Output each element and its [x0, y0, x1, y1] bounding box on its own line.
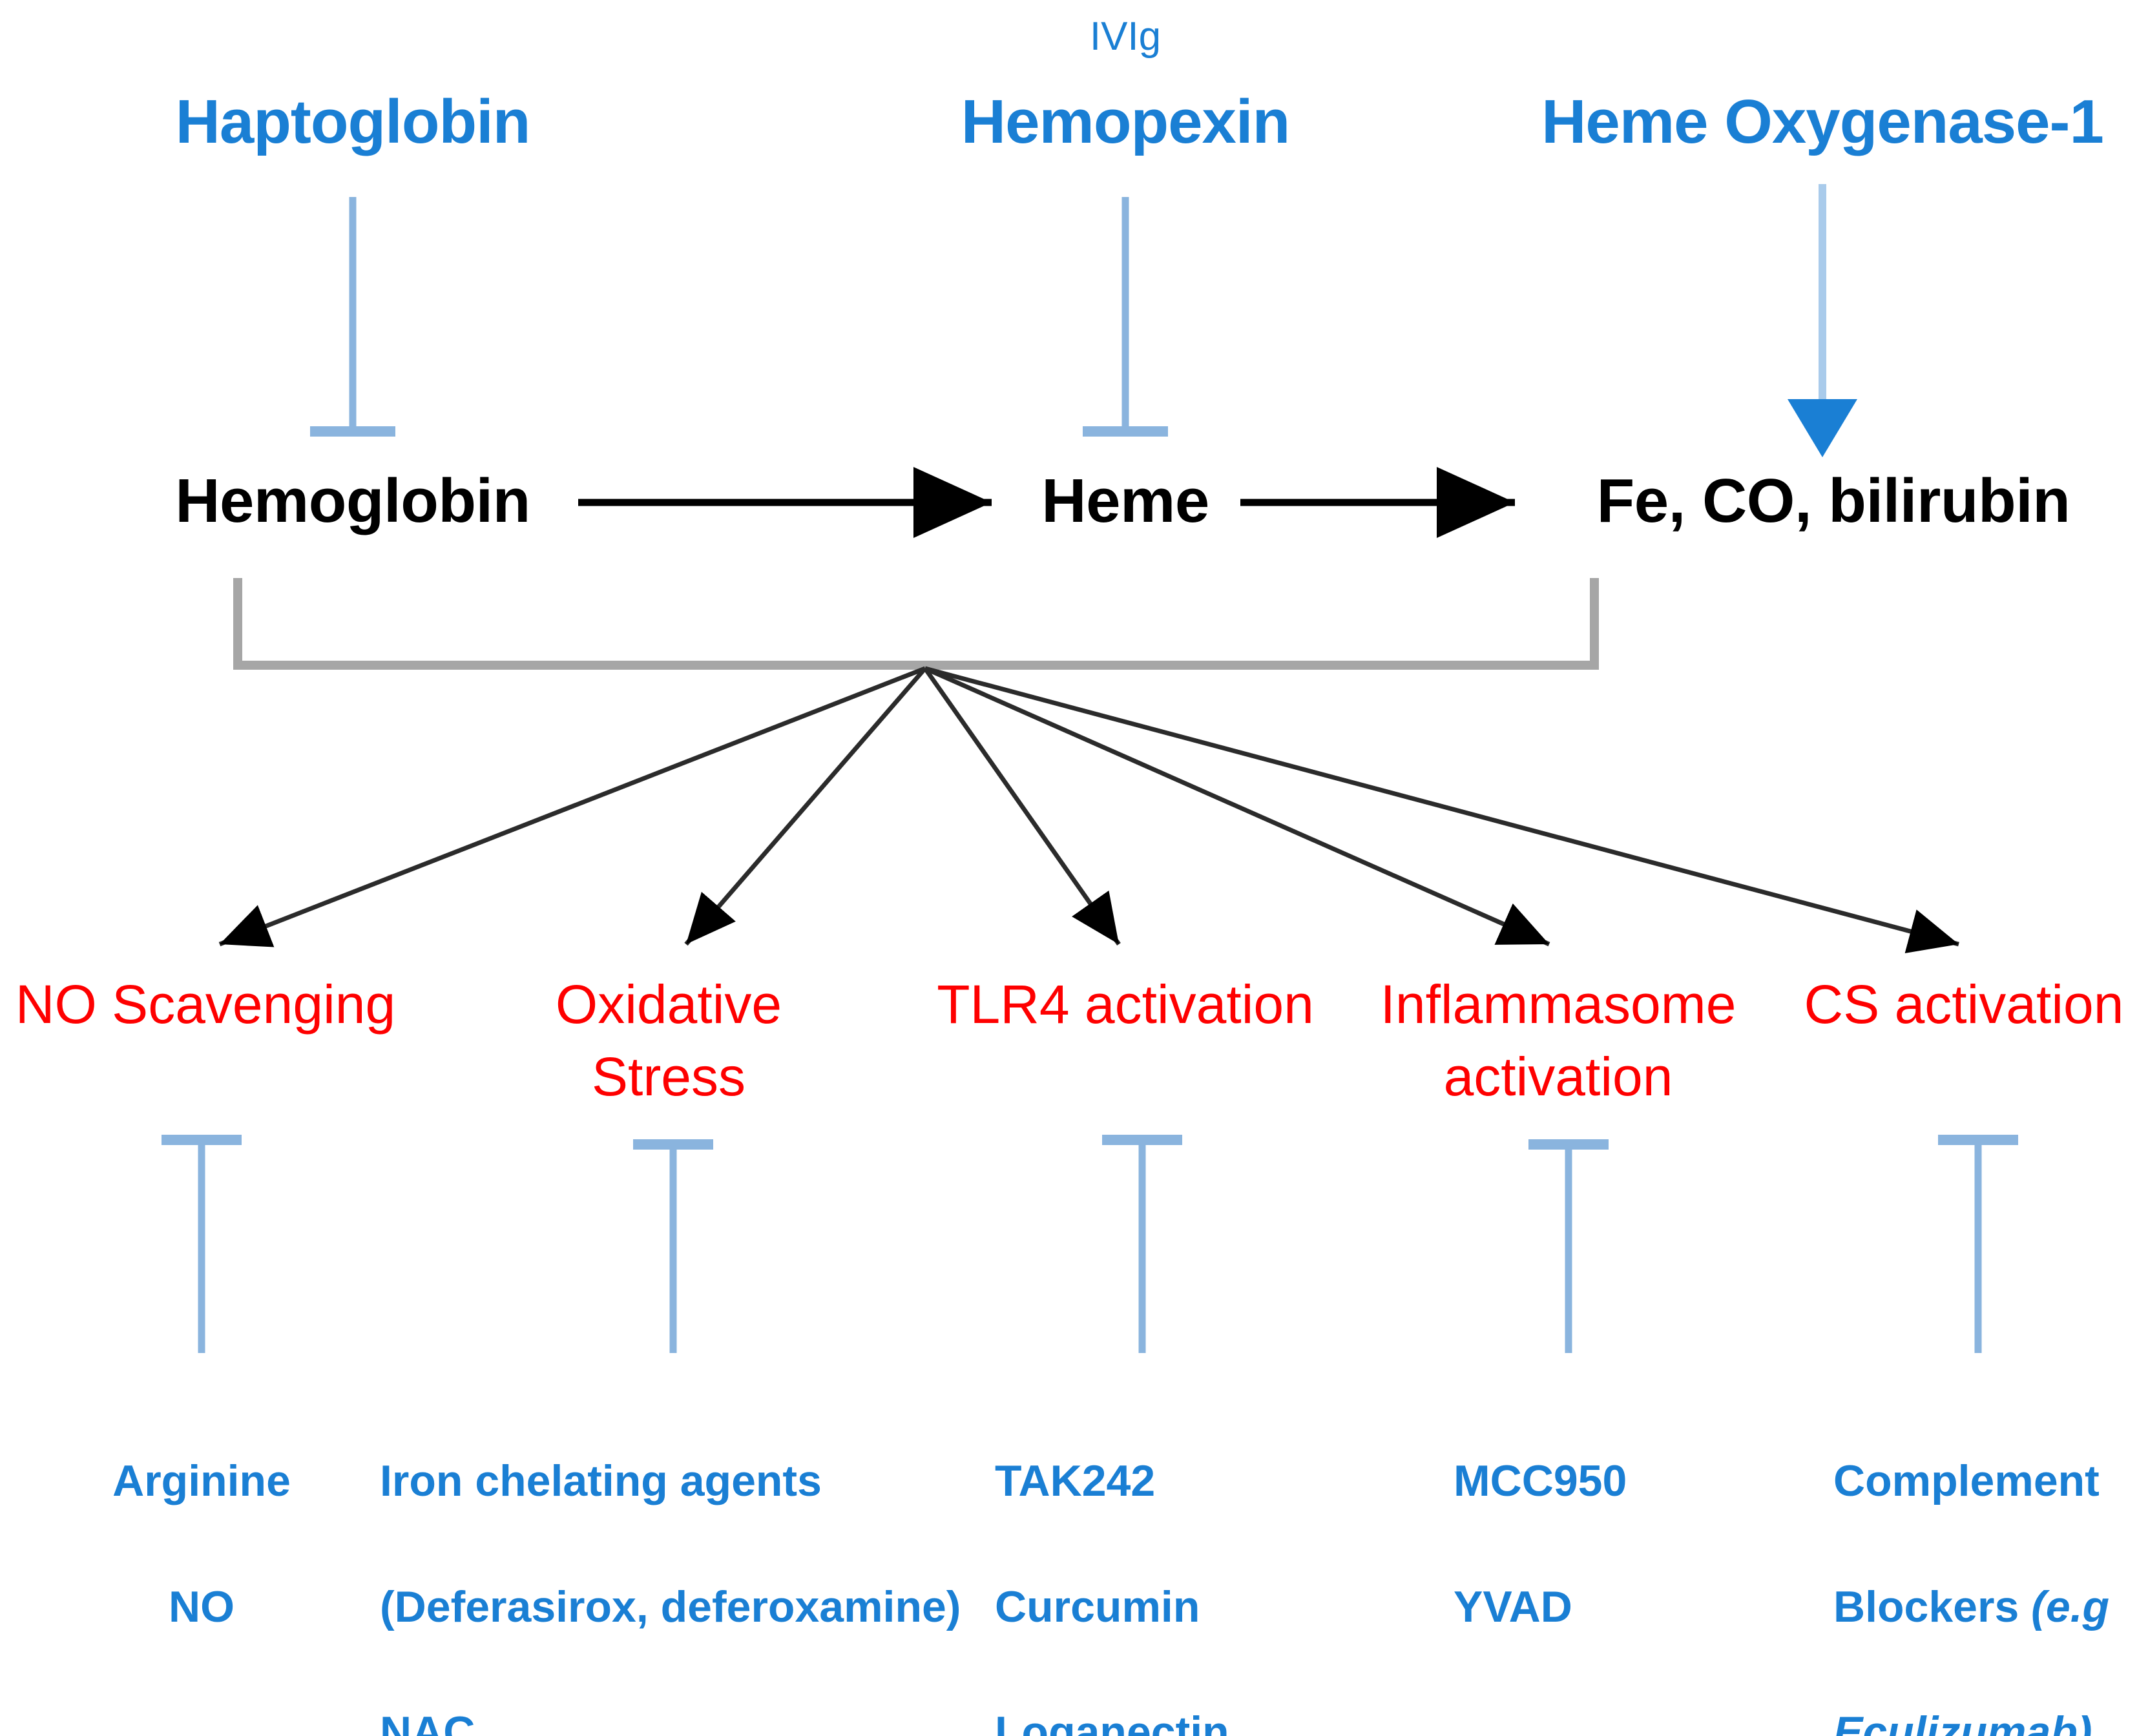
node-hemopexin[interactable]: Hemopexin	[961, 87, 1290, 156]
drug-item: TAK242	[995, 1456, 1156, 1506]
effect-line: Stress	[591, 1046, 746, 1107]
connector-drugs-inhibit-no-scavenging	[162, 1135, 242, 1353]
effect-line: NO Scavenging	[15, 974, 396, 1035]
drug-item: Arginine	[112, 1456, 291, 1506]
effect-line: Inflammasome	[1380, 974, 1736, 1035]
connector-hemopexin-inhibits-heme	[1083, 197, 1168, 437]
drug-list-tlr4[interactable]: TAK242 Curcumin Loganectin CD14 inhibito…	[995, 1387, 1320, 1736]
effect-line: Oxidative	[555, 974, 782, 1035]
node-heme[interactable]: Heme	[1041, 466, 1209, 535]
drug-item-italic-eculizumab: Eculizumab)	[1833, 1708, 2092, 1736]
effect-inflammasome-activation[interactable]: Inflammasome activation	[1381, 969, 1736, 1113]
drug-list-inflammasome[interactable]: MCC950 YVAD	[1454, 1387, 1627, 1701]
connector-drugs-inhibit-tlr4	[1102, 1135, 1182, 1353]
drug-item: NAC	[380, 1708, 475, 1736]
node-ivig-label[interactable]: IVIg	[1089, 14, 1162, 59]
effect-cs-activation[interactable]: CS activation	[1804, 969, 2124, 1041]
drug-list-oxidative-stress[interactable]: Iron chelating agents (Deferasirox, defe…	[380, 1387, 961, 1736]
drug-item: Curcumin	[995, 1582, 1200, 1631]
drug-item: Complement	[1833, 1456, 2100, 1506]
drug-item-italic-eg: (e.g	[2031, 1582, 2110, 1631]
effect-line: activation	[1443, 1046, 1673, 1107]
effect-no-scavenging[interactable]: NO Scavenging	[16, 969, 395, 1041]
drug-list-no-scavenging[interactable]: Arginine NO	[112, 1387, 291, 1701]
node-hemoglobin[interactable]: Hemoglobin	[175, 466, 530, 535]
brace-pathway-products	[233, 578, 1599, 670]
drug-item: NO	[168, 1582, 235, 1631]
effect-line: CS activation	[1804, 974, 2124, 1035]
fanout-arrows-to-effects	[218, 666, 1959, 953]
effect-line: TLR4 activation	[937, 974, 1314, 1035]
connector-drugs-inhibit-inflammasome	[1528, 1139, 1609, 1353]
node-heme-oxygenase-1[interactable]: Heme Oxygenase-1	[1541, 87, 2104, 156]
drug-list-complement[interactable]: Complement Blockers (e.g Eculizumab)	[1833, 1387, 2109, 1736]
effect-oxidative-stress[interactable]: Oxidative Stress	[556, 969, 782, 1113]
node-fe-co-bilirubin[interactable]: Fe, CO, bilirubin	[1596, 466, 2070, 535]
connector-drugs-inhibit-oxidative-stress	[633, 1139, 713, 1353]
connector-drugs-inhibit-cs-activation	[1938, 1135, 2018, 1353]
node-haptoglobin[interactable]: Haptoglobin	[175, 87, 531, 156]
drug-item: YVAD	[1454, 1582, 1572, 1631]
drug-item: Iron chelating agents	[380, 1456, 822, 1506]
drug-item: (Deferasirox, deferoxamine)	[380, 1582, 961, 1631]
drug-item-italic-mixed: Blockers (e.g	[1833, 1576, 2109, 1638]
drug-item-prefix: Blockers	[1833, 1582, 2032, 1631]
drug-item: Loganectin	[995, 1708, 1229, 1736]
effect-tlr4-activation[interactable]: TLR4 activation	[937, 969, 1314, 1041]
connector-haptoglobin-inhibits-hemoglobin	[310, 197, 395, 437]
drug-item: MCC950	[1454, 1456, 1627, 1506]
